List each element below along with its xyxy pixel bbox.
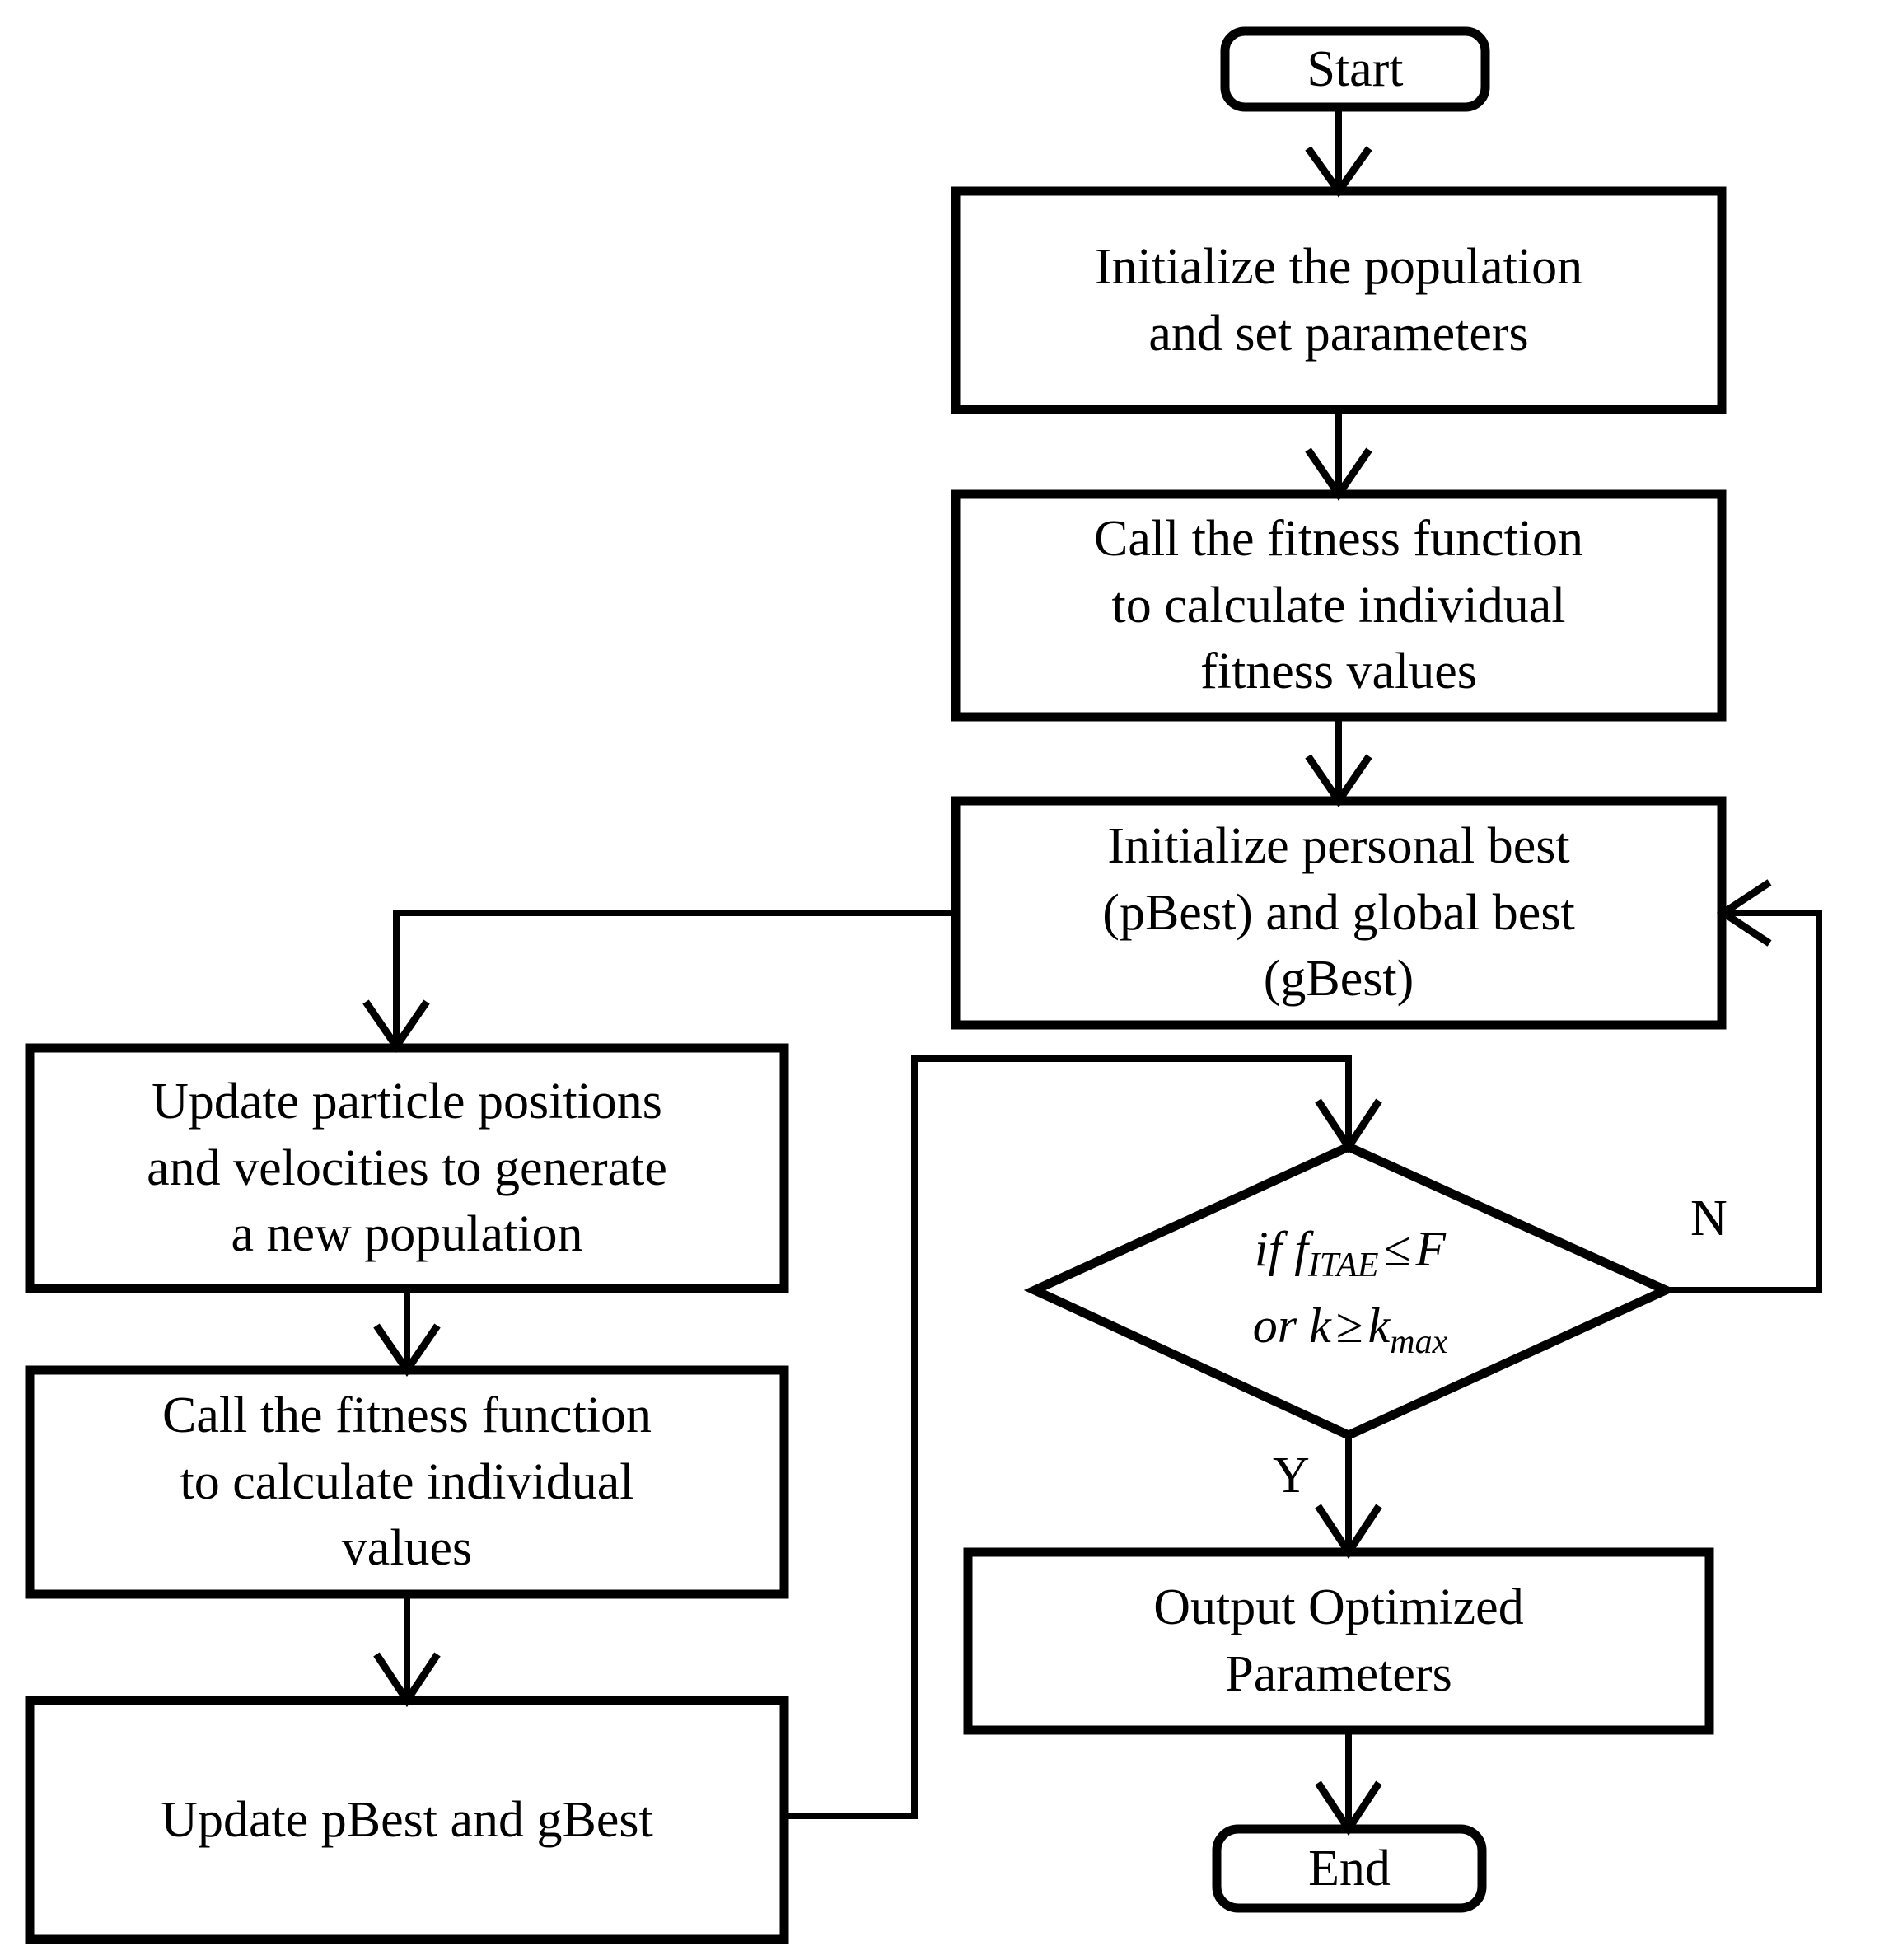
edge-call-fitness-1-to-init-best: [1305, 717, 1372, 807]
branch-label-no: N: [1690, 1191, 1727, 1247]
edge-call-fitness-2-to-update-best: [373, 1594, 441, 1708]
node-update-particles-shape[interactable]: [25, 1043, 789, 1293]
edge-update-best-to-decision: [784, 1055, 1382, 1819]
node-call-fitness-1-shape[interactable]: [951, 489, 1727, 722]
node-start-shape[interactable]: [1220, 26, 1490, 112]
node-output-params-shape[interactable]: [963, 1547, 1714, 1735]
node-decision-label-wrap: if fITAE≤F or k≥kmax: [1035, 1147, 1666, 1435]
node-call-fitness-2-shape[interactable]: [25, 1365, 789, 1599]
edge-update-particles-to-call-fitness-2: [373, 1289, 441, 1377]
edge-init-best-to-update-particles: [362, 910, 956, 1053]
node-end-shape[interactable]: [1212, 1824, 1487, 1913]
edge-start-to-init-population: [1305, 107, 1372, 198]
node-decision-line2: or k≥kmax: [1252, 1298, 1448, 1361]
node-init-population-shape[interactable]: [951, 186, 1727, 414]
branch-label-yes: Y: [1273, 1448, 1310, 1504]
node-init-best-shape[interactable]: [951, 796, 1727, 1030]
edge-init-population-to-call-fitness-1: [1305, 409, 1372, 501]
edge-output-params-to-end: [1315, 1730, 1382, 1836]
node-update-best-shape[interactable]: [25, 1696, 789, 1944]
edge-decision-no-to-init-best: [1666, 879, 1822, 1293]
node-decision-line1: if fITAE≤F: [1254, 1222, 1447, 1285]
edge-decision-yes-to-output-params: [1315, 1435, 1382, 1560]
